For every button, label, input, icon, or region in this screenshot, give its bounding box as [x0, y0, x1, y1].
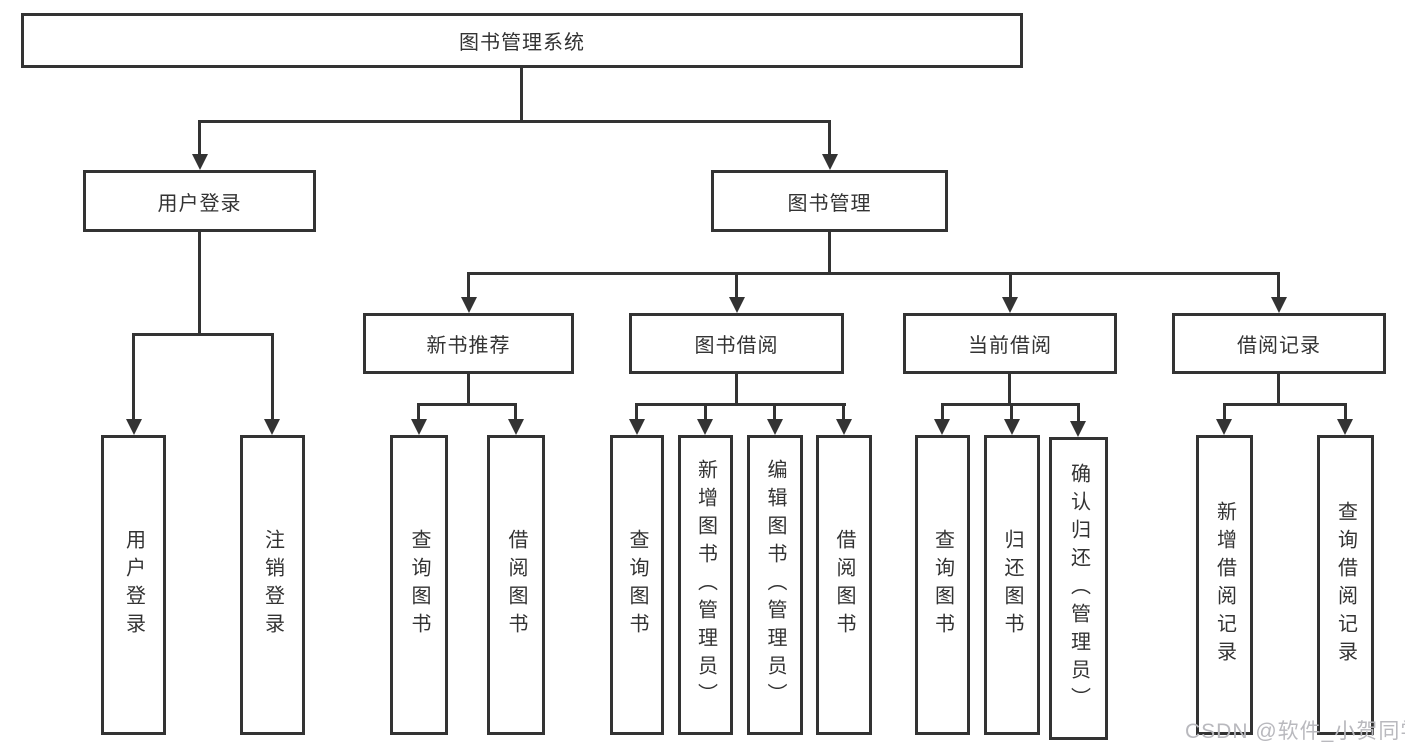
arrow-down-icon [836, 419, 852, 435]
arrow-down-icon [767, 419, 783, 435]
leaf-cb-return-books: 归还图书 [984, 435, 1040, 735]
connector-line [635, 403, 846, 406]
leaf-bb-add-books: 新增图书（管理员） [678, 435, 733, 735]
connector-line [198, 120, 201, 158]
watermark: CSDN @软件_小贺同学 [1185, 720, 1405, 743]
connector-line [520, 68, 523, 121]
connector-line [941, 403, 944, 421]
connector-line [198, 120, 831, 123]
arrow-down-icon [629, 419, 645, 435]
connector-line [1010, 403, 1013, 421]
arrow-down-icon [411, 419, 427, 435]
arrow-down-icon [192, 154, 208, 170]
arrow-down-icon [508, 419, 524, 435]
arrow-down-icon [1002, 297, 1018, 313]
connector-line [735, 374, 738, 406]
connector-line [842, 403, 845, 421]
node-book-management: 图书管理 [711, 170, 948, 232]
leaf-rec-borrow-books: 借阅图书 [487, 435, 545, 735]
connector-line [828, 232, 831, 275]
leaf-rec-query-books: 查询图书 [390, 435, 448, 735]
arrow-down-icon [822, 154, 838, 170]
arrow-down-icon [697, 419, 713, 435]
leaf-br-query-record: 查询借阅记录 [1317, 435, 1374, 735]
leaf-user-login: 用户登录 [101, 435, 166, 735]
connector-line [1077, 403, 1080, 423]
leaf-bb-edit-books: 编辑图书（管理员） [747, 435, 803, 735]
connector-line [467, 272, 1280, 275]
node-new-book-recommend: 新书推荐 [363, 313, 574, 374]
connector-line [828, 120, 831, 158]
connector-line [514, 403, 517, 421]
arrow-down-icon [1216, 419, 1232, 435]
arrow-down-icon [1271, 297, 1287, 313]
connector-line [773, 403, 776, 421]
arrow-down-icon [729, 297, 745, 313]
node-current-borrow: 当前借阅 [903, 313, 1117, 374]
connector-line [1277, 374, 1280, 406]
leaf-logout: 注销登录 [240, 435, 305, 735]
connector-line [1008, 374, 1011, 406]
connector-line [704, 403, 707, 421]
connector-line [1009, 272, 1012, 300]
connector-line [271, 333, 274, 421]
node-book-borrow: 图书借阅 [629, 313, 844, 374]
arrow-down-icon [1337, 419, 1353, 435]
arrow-down-icon [1070, 421, 1086, 437]
arrow-down-icon [264, 419, 280, 435]
connector-line [417, 403, 517, 406]
node-borrow-records: 借阅记录 [1172, 313, 1386, 374]
connector-line [132, 333, 274, 336]
arrow-down-icon [934, 419, 950, 435]
connector-line [1344, 403, 1347, 421]
leaf-br-add-record: 新增借阅记录 [1196, 435, 1253, 735]
leaf-cb-confirm-return: 确认归还（管理员） [1049, 437, 1108, 740]
arrow-down-icon [1004, 419, 1020, 435]
connector-line [1223, 403, 1346, 406]
node-root: 图书管理系统 [21, 13, 1023, 68]
connector-line [1223, 403, 1226, 421]
leaf-bb-borrow-books: 借阅图书 [816, 435, 872, 735]
connector-line [417, 403, 420, 421]
connector-line [467, 374, 470, 406]
connector-line [198, 232, 201, 336]
connector-line [635, 403, 638, 421]
leaf-cb-query-books: 查询图书 [915, 435, 970, 735]
connector-line [735, 272, 738, 300]
connector-line [132, 333, 135, 421]
leaf-bb-query-books: 查询图书 [610, 435, 664, 735]
connector-line [1277, 272, 1280, 300]
connector-line [467, 272, 470, 300]
arrow-down-icon [126, 419, 142, 435]
arrow-down-icon [461, 297, 477, 313]
node-user-login: 用户登录 [83, 170, 316, 232]
